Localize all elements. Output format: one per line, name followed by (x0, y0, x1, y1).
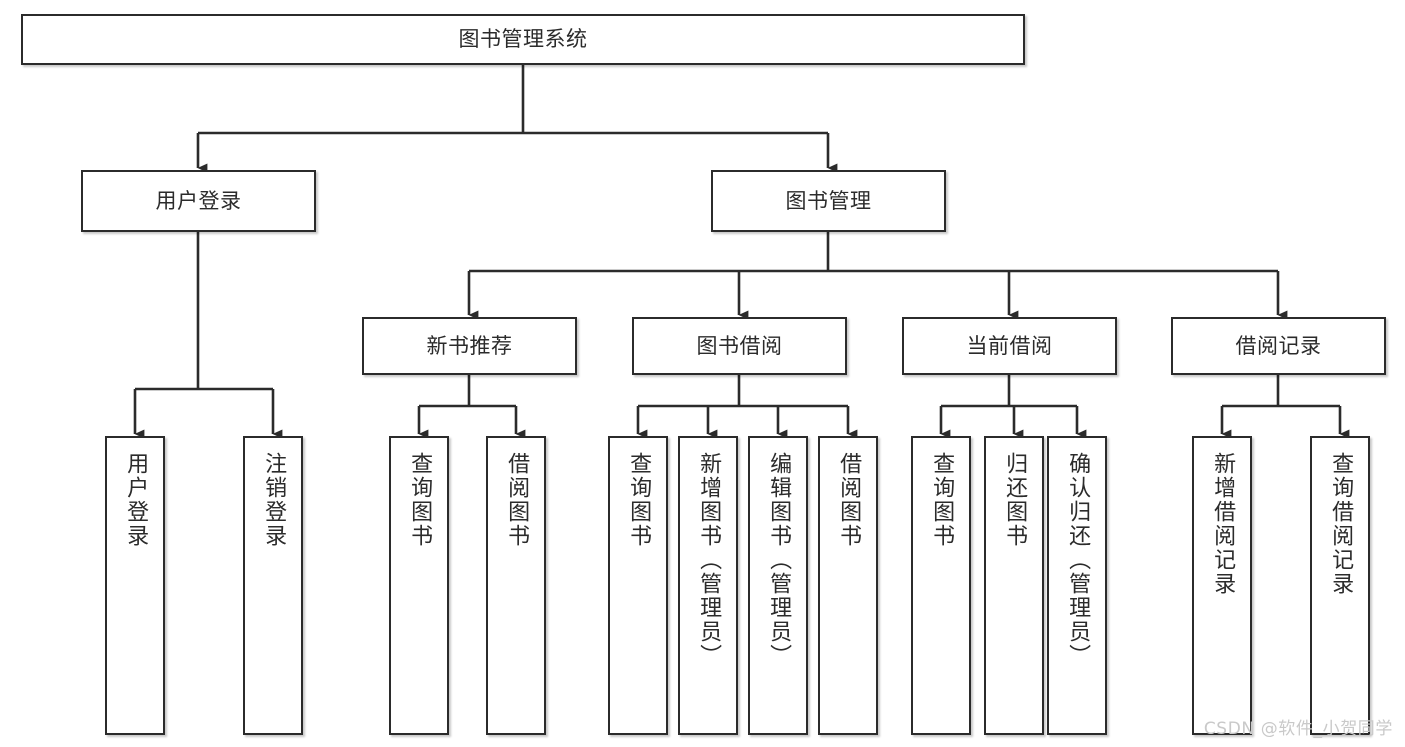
node-leaf-leaf-return-book[interactable]: 归还图书 (984, 436, 1044, 735)
node-label: 图书管理 (785, 188, 872, 213)
node-label: 查询图书 (929, 452, 955, 548)
node-leaf-leaf-query-book-current[interactable]: 查询图书 (911, 436, 971, 735)
node-label: 借阅图书 (836, 452, 862, 548)
node-label: 图书管理系统 (458, 27, 588, 52)
node-label: 确认归还（管理员） (1065, 452, 1091, 668)
node-leaf-leaf-borrow-book-recommend[interactable]: 借阅图书 (486, 436, 546, 735)
node-leaf-leaf-add-borrow-record[interactable]: 新增借阅记录 (1192, 436, 1252, 735)
node-module-new-book-recommend[interactable]: 新书推荐 (362, 317, 577, 375)
node-leaf-leaf-user-login[interactable]: 用户登录 (105, 436, 165, 735)
node-module-book-management[interactable]: 图书管理 (711, 170, 946, 232)
node-module-book-borrow[interactable]: 图书借阅 (632, 317, 847, 375)
node-label: 查询图书 (626, 452, 652, 548)
node-label: 新增借阅记录 (1210, 452, 1236, 596)
node-label: 新书推荐 (426, 333, 513, 358)
node-label: 借阅图书 (504, 452, 530, 548)
node-leaf-leaf-borrow-book[interactable]: 借阅图书 (818, 436, 878, 735)
node-label: 注销登录 (261, 452, 287, 548)
node-label: 查询借阅记录 (1328, 452, 1354, 596)
node-leaf-leaf-query-book-borrow[interactable]: 查询图书 (608, 436, 668, 735)
node-label: 用户登录 (123, 452, 149, 548)
node-module-current-borrow[interactable]: 当前借阅 (902, 317, 1117, 375)
node-label: 编辑图书（管理员） (766, 452, 792, 668)
node-leaf-leaf-query-borrow-record[interactable]: 查询借阅记录 (1310, 436, 1370, 735)
node-label: 当前借阅 (966, 333, 1053, 358)
node-label: 图书借阅 (696, 333, 783, 358)
node-label: 借阅记录 (1235, 333, 1322, 358)
node-leaf-leaf-logout-login[interactable]: 注销登录 (243, 436, 303, 735)
node-label: 用户登录 (155, 188, 242, 213)
node-label: 查询图书 (407, 452, 433, 548)
node-module-user-login[interactable]: 用户登录 (81, 170, 316, 232)
node-label: 新增图书（管理员） (696, 452, 722, 668)
node-leaf-leaf-edit-book-admin[interactable]: 编辑图书（管理员） (748, 436, 808, 735)
node-label: 归还图书 (1002, 452, 1028, 548)
node-root-root[interactable]: 图书管理系统 (21, 14, 1025, 65)
node-module-borrow-record[interactable]: 借阅记录 (1171, 317, 1386, 375)
node-leaf-leaf-add-book-admin[interactable]: 新增图书（管理员） (678, 436, 738, 735)
node-leaf-leaf-confirm-return-admin[interactable]: 确认归还（管理员） (1047, 436, 1107, 735)
node-leaf-leaf-query-book-recommend[interactable]: 查询图书 (389, 436, 449, 735)
